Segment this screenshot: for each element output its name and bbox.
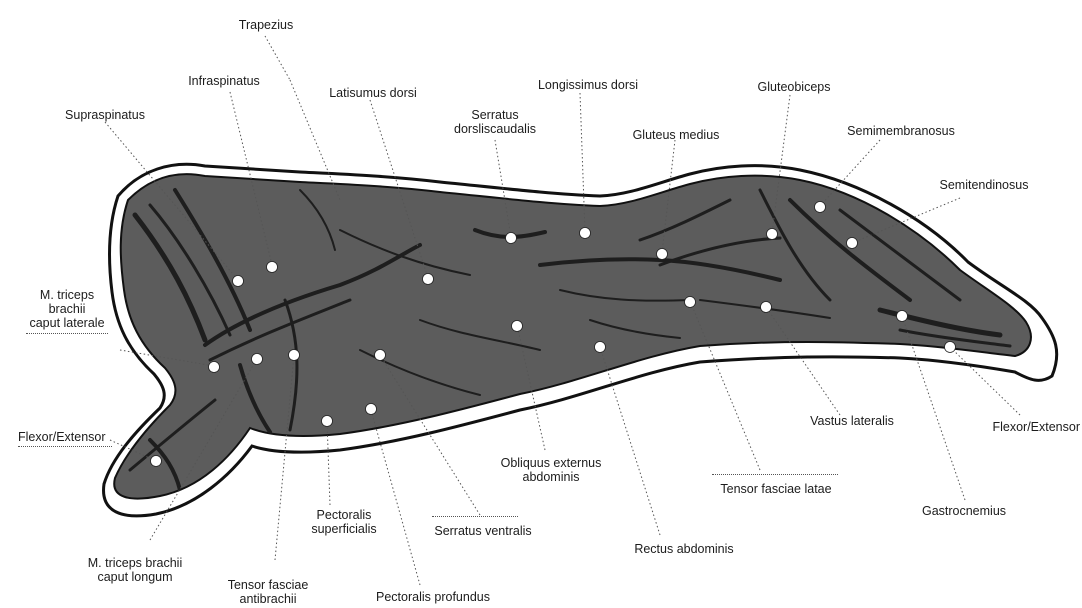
label-triceps-long: M. triceps brachii caput longum [60,556,210,584]
label-gluteus-medius: Gluteus medius [620,128,732,142]
label-supraspinatus: Supraspinatus [50,108,160,122]
marker-flexor-right [945,342,956,353]
marker-serratus-dorsalis [506,233,517,244]
marker-vastus [761,302,772,313]
underline-tensor-latae [712,474,838,475]
underline-flexor-left [18,446,112,447]
marker-tensor-antibrachii [289,350,300,361]
marker-gastrocnemius [897,311,908,322]
label-rectus-abdominis: Rectus abdominis [614,542,754,556]
label-obliquus-externus: Obliquus externus abdominis [478,456,624,484]
label-serratus-dorsalis-caudalis: Serratus dorsliscaudalis [435,108,555,136]
marker-pectoralis-superficialis [322,416,333,427]
marker-triceps-long [252,354,263,365]
underline-serratus-ventralis [432,516,518,517]
marker-infraspinatus [267,262,278,273]
marker-rectus [595,342,606,353]
label-trapezius: Trapezius [236,18,296,32]
label-pectoralis-superficialis: Pectoralis superficialis [290,508,398,536]
marker-gluteobiceps [767,229,778,240]
marker-flexor-left [151,456,162,467]
label-triceps-lateral: M. triceps brachii caput laterale [10,288,124,330]
label-gastrocnemius: Gastrocnemius [906,504,1022,518]
label-latissimus-dorsi: Latisumus dorsi [314,86,432,100]
muscle-body [114,174,1031,498]
label-flexor-extensor-right: Flexor/Extensor [962,420,1080,434]
label-pectoralis-profundus: Pectoralis profundus [358,590,508,604]
marker-semitendinosus [847,238,858,249]
label-tensor-fasciae-latae: Tensor fasciae latae [696,482,856,496]
marker-obliquus [512,321,523,332]
marker-semimembranosus [815,202,826,213]
label-serratus-ventralis: Serratus ventralis [420,524,546,538]
marker-latissimus [423,274,434,285]
marker-longissimus [580,228,591,239]
label-longissimus-dorsi: Longissimus dorsi [522,78,654,92]
marker-supraspinatus [233,276,244,287]
marker-tensor-latae [685,297,696,308]
label-tensor-fasciae-antibrachii: Tensor fasciae antibrachii [212,578,324,606]
label-flexor-extensor-left: Flexor/Extensor [18,430,132,444]
marker-triceps-lateral [209,362,220,373]
label-gluteobiceps: Gluteobiceps [742,80,846,94]
label-semimembranosus: Semimembranosus [836,124,966,138]
label-semitendinosus: Semitendinosus [924,178,1044,192]
label-vastus-lateralis: Vastus lateralis [792,414,912,428]
marker-pectoralis-profundus [375,350,386,361]
label-infraspinatus: Infraspinatus [174,74,274,88]
underline-triceps-lateral [26,333,108,334]
marker-serratus-ventralis [366,404,377,415]
marker-gluteus-medius [657,249,668,260]
